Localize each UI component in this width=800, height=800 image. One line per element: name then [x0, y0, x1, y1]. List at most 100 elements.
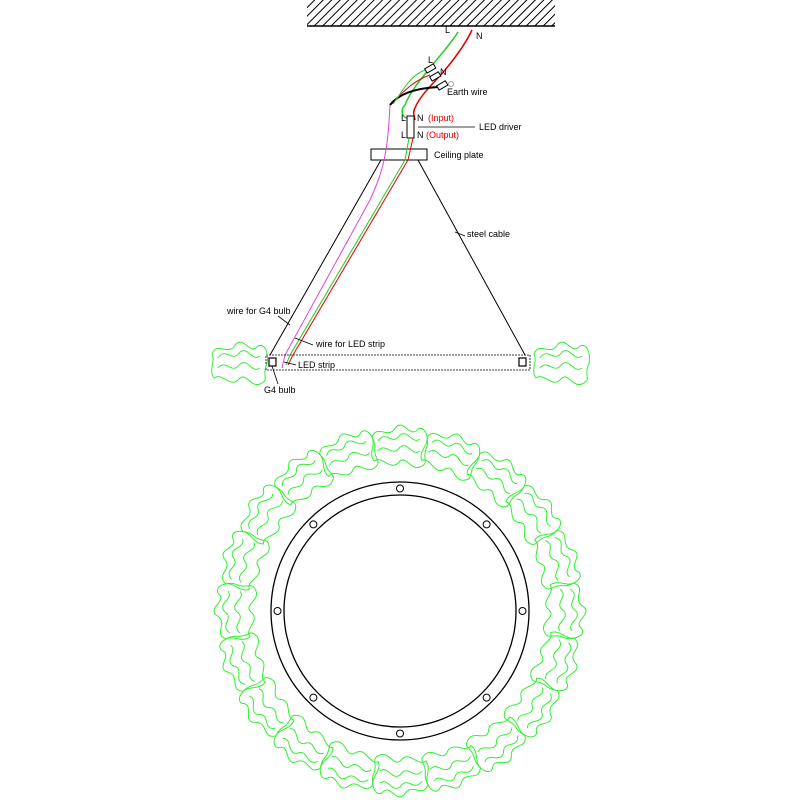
shade-outline — [281, 459, 316, 487]
shade-outline — [379, 780, 423, 789]
shade-outline — [319, 741, 380, 790]
label-driver-n-out: N — [417, 130, 424, 140]
steel-cable-left — [269, 159, 382, 356]
mounting-hole — [482, 693, 491, 702]
shade-outline — [234, 590, 242, 634]
mounting-hole — [482, 520, 491, 529]
g4-bulb-left — [268, 357, 277, 367]
shade-outline — [331, 756, 372, 772]
mounting-hole — [309, 693, 318, 702]
shade-outline — [530, 631, 579, 692]
shade-outline — [326, 440, 367, 457]
shade-outline — [222, 590, 231, 634]
connector-earth — [435, 80, 449, 91]
shade-outline — [248, 695, 276, 730]
ring-outer — [270, 481, 530, 741]
shade-outline — [377, 433, 421, 442]
connector-neutral — [428, 71, 442, 82]
shade-outline — [556, 642, 572, 684]
shade-outline — [545, 540, 560, 581]
label-ceiling-plate: Ceiling plate — [434, 150, 484, 160]
shade-outline — [379, 769, 423, 777]
shade-outline — [282, 737, 319, 763]
shade-outline — [433, 765, 474, 782]
shade-outline — [526, 692, 552, 729]
shade-outline — [213, 582, 258, 640]
led-driver — [406, 115, 415, 139]
led-strip-leader — [283, 361, 297, 366]
shade-left — [211, 341, 269, 386]
shade-outline — [484, 735, 519, 763]
label-input: (Input) — [428, 113, 454, 123]
shade-outline — [542, 582, 587, 640]
led-neutral-wire — [287, 137, 414, 366]
label-driver-l-in: L — [401, 113, 406, 123]
shade-outline — [239, 542, 255, 583]
shade-outline — [248, 493, 274, 530]
g4-wire — [281, 104, 391, 369]
shade-outline — [211, 341, 269, 386]
shade-outline — [539, 362, 583, 370]
shade-outline — [217, 362, 261, 370]
mounting-hole — [518, 607, 527, 615]
label-wire-g4: wire for G4 bulb — [226, 306, 291, 316]
ring-shade — [542, 582, 587, 640]
ceiling-hatch — [307, 0, 555, 26]
shade-outline — [371, 424, 429, 469]
shade-outline — [327, 767, 369, 783]
shade-outline — [371, 753, 429, 798]
earth-wire — [389, 86, 439, 106]
ring-shades — [213, 424, 587, 798]
label-l-top: L — [445, 25, 450, 35]
shade-outline — [289, 728, 324, 755]
ring-inner — [283, 494, 517, 728]
ring-shade — [420, 432, 481, 481]
led-strip-bar — [265, 354, 531, 371]
shade-outline — [221, 530, 270, 591]
green-loop — [392, 69, 426, 105]
shade-outline — [217, 350, 261, 359]
label-steel-cable: steel cable — [467, 229, 510, 239]
shade-outline — [533, 341, 591, 386]
mounting-hole — [273, 607, 282, 615]
shade-outline — [569, 588, 578, 632]
shade-outline — [228, 538, 244, 580]
label-driver-n-in: N — [417, 113, 424, 123]
ring-shade — [530, 631, 579, 692]
shade-outline — [476, 467, 511, 494]
steel-cable-right — [417, 159, 526, 356]
shade-outline — [431, 439, 473, 455]
label-n-conn: N — [440, 67, 447, 77]
shade-outline — [481, 459, 518, 485]
mounting-hole — [396, 484, 404, 493]
shade-outline — [477, 727, 513, 753]
shade-outline — [430, 756, 471, 771]
label-earth-wire: Earth wire — [447, 87, 488, 97]
shade-outline — [240, 641, 255, 682]
ring-shade — [319, 741, 380, 790]
ceiling-plate — [370, 148, 428, 161]
connector-live — [423, 63, 437, 74]
label-led-driver: LED driver — [479, 122, 522, 132]
label-wire-led: wire for LED strip — [315, 339, 385, 349]
led-live-wire — [285, 137, 410, 366]
label-l-conn: L — [428, 55, 433, 65]
shade-outline — [558, 588, 566, 632]
shade-outline — [256, 500, 283, 535]
shade-outline — [539, 350, 583, 359]
label-output: (Output) — [426, 130, 459, 140]
shade-outline — [545, 639, 561, 680]
ring-shade — [371, 424, 429, 469]
ring-shade — [371, 753, 429, 798]
shade-outline — [524, 492, 552, 527]
label-n-top: N — [476, 31, 483, 41]
label-led-strip: LED strip — [298, 360, 335, 370]
shade-outline — [420, 432, 481, 481]
shade-outline — [517, 687, 544, 722]
ring-shade — [213, 582, 258, 640]
g4-bulb-leader — [271, 365, 279, 385]
wire-led-leader — [294, 337, 314, 346]
label-g4-bulb: G4 bulb — [264, 385, 296, 395]
live-wire-supply — [401, 31, 459, 119]
